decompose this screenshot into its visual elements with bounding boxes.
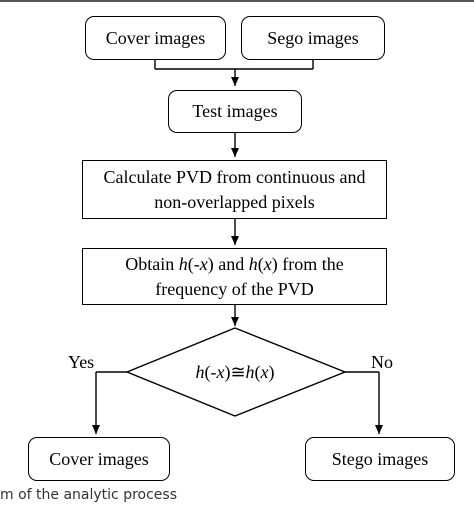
obtain-and: and bbox=[213, 253, 249, 274]
stego-images-label: Stego images bbox=[331, 448, 429, 469]
sego-images-box: Sego images bbox=[241, 16, 385, 60]
obtain-h-symbol-2: h bbox=[248, 253, 258, 274]
test-images-box: Test images bbox=[168, 90, 302, 133]
obtain-h-box: Obtain h(-x) and h(x) from the frequency… bbox=[82, 248, 387, 305]
cover-images-output-box: Cover images bbox=[28, 437, 170, 481]
obtain-h-symbol-1: h bbox=[178, 253, 188, 274]
obtain-prefix: Obtain bbox=[125, 253, 179, 274]
obtain-arg-1: (-x) bbox=[187, 253, 214, 274]
decision-operator: ≅ bbox=[230, 362, 246, 382]
obtain-arg-2: (x) bbox=[257, 253, 278, 274]
decision-h-symbol-1: h bbox=[195, 362, 205, 382]
yes-branch-label: Yes bbox=[68, 352, 95, 372]
obtain-line-1: Obtain h(-x) and h(x) from the bbox=[125, 254, 343, 274]
obtain-line-2: frequency of the PVD bbox=[155, 278, 314, 299]
obtain-suffix: from the bbox=[277, 253, 344, 274]
stego-images-box: Stego images bbox=[305, 437, 455, 481]
decision-h-symbol-2: h bbox=[245, 362, 255, 382]
obtain-h-text: Obtain h(-x) and h(x) from the frequency… bbox=[125, 252, 343, 302]
decision-arg-2: (x) bbox=[254, 362, 275, 382]
calculate-pvd-line-2: non-overlapped pixels bbox=[154, 191, 315, 212]
cover-images-input-label: Cover images bbox=[105, 27, 206, 48]
cover-images-output-label: Cover images bbox=[49, 448, 149, 469]
top-divider bbox=[0, 0, 474, 2]
no-branch-label: No bbox=[371, 352, 393, 372]
decision-diamond bbox=[125, 327, 347, 417]
decision-condition: h(-x)≅h(x) bbox=[170, 359, 300, 385]
calculate-pvd-line-1: Calculate PVD from continuous and bbox=[103, 166, 366, 187]
cover-images-input-box: Cover images bbox=[85, 16, 226, 60]
figure-caption: m of the analytic process bbox=[0, 487, 177, 503]
calculate-pvd-text: Calculate PVD from continuous and non-ov… bbox=[104, 165, 366, 215]
calculate-pvd-box: Calculate PVD from continuous and non-ov… bbox=[82, 160, 387, 219]
decision-arg-1: (-x) bbox=[204, 362, 231, 382]
test-images-label: Test images bbox=[192, 101, 278, 121]
sego-images-label: Sego images bbox=[267, 27, 359, 48]
